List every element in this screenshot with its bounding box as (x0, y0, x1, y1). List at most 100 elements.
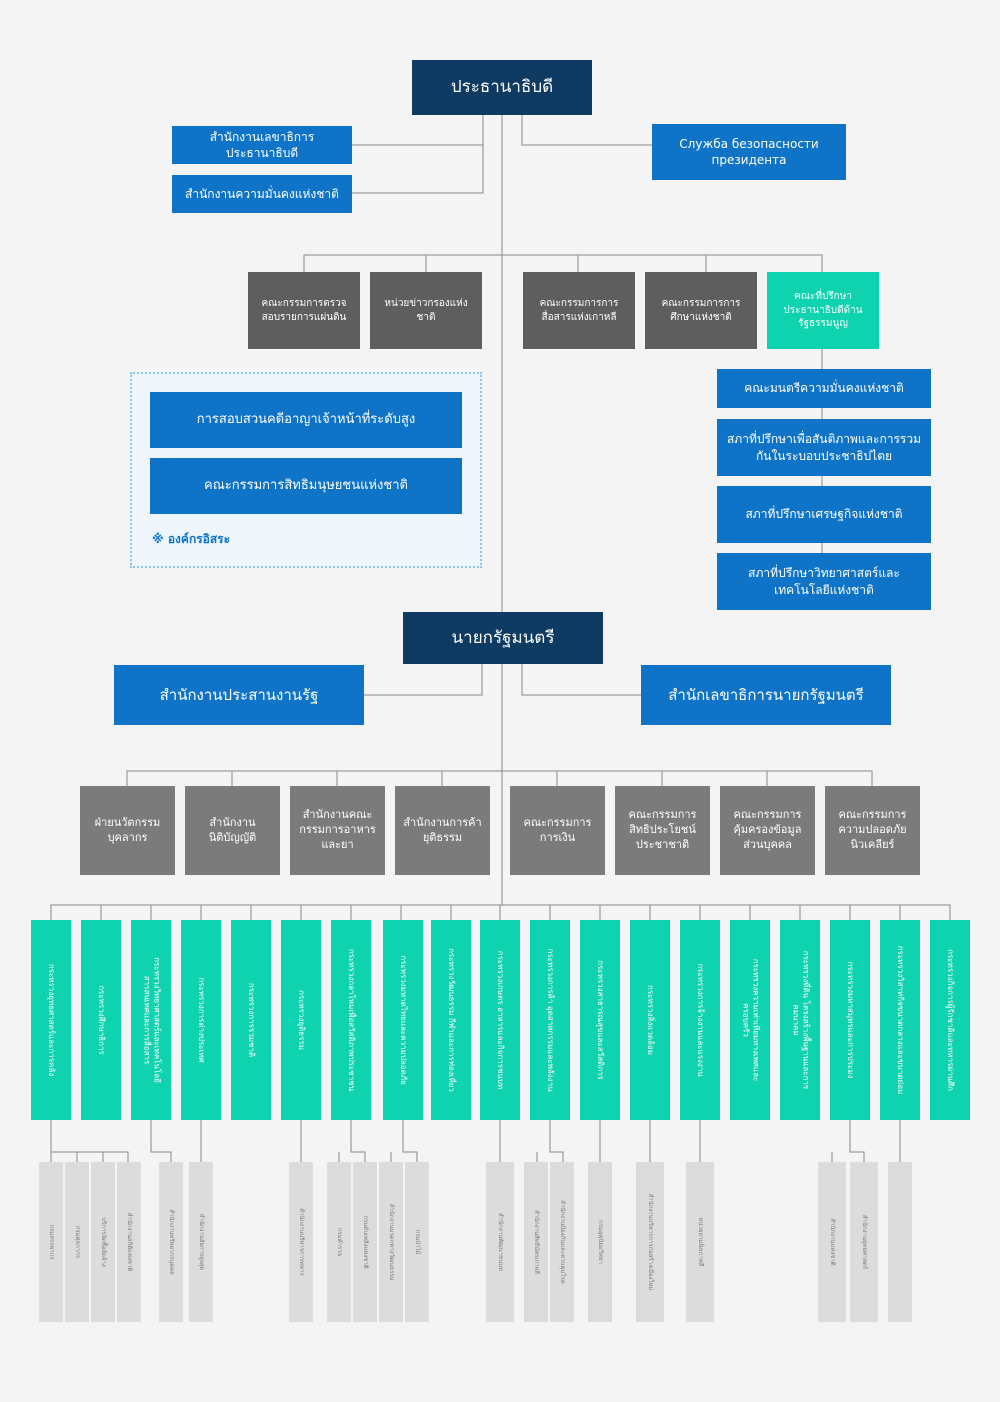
ministry-box[interactable]: กระทรวงวัฒนธรรม กีฬาและการท่องเที่ยว (431, 920, 471, 1120)
financial-services-commission-box[interactable]: คณะกรรมการการเงิน (510, 786, 605, 875)
national-security-council-box[interactable]: คณะมนตรีความมั่นคงแห่งชาติ (717, 369, 931, 408)
ministry-label: กระทรวงกลาโหมเพื่อสวัสดิภาพประชาชน (347, 948, 357, 1092)
ministry-box[interactable]: กระทรวงเกษตร อาหารและกิจการชนบท (480, 920, 520, 1120)
science-advisory-council-box[interactable]: สภาที่ปรึกษาวิทยาศาสตร์และเทคโนโลยีแห่งช… (717, 553, 931, 610)
sub-agency-label: สำนักงานมรดกทางวัฒนธรรม (387, 1203, 395, 1281)
ministry-label: กระทรวงสิ่งแวดล้อม (646, 984, 656, 1056)
ministry-label: กระทรวงมหาสมุทรและการประมง (846, 961, 856, 1079)
ministry-box[interactable]: กระทรวงการรวมชาติ (231, 920, 271, 1120)
ministry-box[interactable]: กระทรวงยุทธศาสตร์และการคลัง (31, 920, 71, 1120)
ministry-label: กระทรวงการต่างประเทศ (197, 977, 207, 1063)
president-box[interactable]: ประธานาธิบดี (412, 60, 592, 115)
sub-agency-label: สำนักงานสถิติแห่งชาติ (125, 1212, 133, 1272)
sub-agency-box[interactable]: สำนักงานป้องกันและควบคุมโรค (550, 1162, 574, 1322)
ministry-label: กระทรวงกิจการผู้รักชาติและทหารผ่านศึก (946, 949, 956, 1091)
sub-agency-label: สำนักงานแห่งชาติ (828, 1218, 836, 1266)
education-commission-box[interactable]: คณะกรรมการการศึกษาแห่งชาติ (645, 272, 757, 349)
sub-agency-label: กรมดับเพลิงแห่งชาติ (361, 1215, 369, 1269)
ministry-label: กระทรวงศึกษาธิการ (97, 985, 107, 1055)
economic-advisory-council-box[interactable]: สภาที่ปรึกษาเศรษฐกิจแห่งชาติ (717, 486, 931, 543)
sub-agency-box[interactable]: สำนักงานมรดกทางวัฒนธรรม (379, 1162, 403, 1322)
legislation-office-box[interactable]: สำนักงานนิติบัญญัติ (185, 786, 280, 875)
prime-minister-box[interactable]: นายกรัฐมนตรี (403, 612, 603, 664)
constitution-advisory-box[interactable]: คณะที่ปรึกษาประธานาธิบดีด้านรัฐธรรมนูญ (767, 272, 879, 349)
presidential-security-service-box[interactable]: Служба безопасности президента (652, 124, 846, 180)
peaceful-unification-council-box[interactable]: สภาที่ปรึกษาเพื่อสันติภาพและการรวมกันในร… (717, 419, 931, 476)
sub-agency-label: กรมตำรวจ (335, 1227, 343, 1257)
ministry-box[interactable]: กระทรวงสาธารณสุขและสวัสดิการ (580, 920, 620, 1120)
ministry-box[interactable]: กระทรวงการจ้างงานและแรงงาน (680, 920, 720, 1120)
food-drug-safety-box[interactable]: สำนักงานคณะกรรมการอาหารและยา (290, 786, 385, 875)
board-of-audit-box[interactable]: คณะกรรมการตรวจสอบรายการแผ่นดิน (248, 272, 360, 349)
prime-minister-secretariat-box[interactable]: สำนักเลขาธิการนายกรัฐมนตรี (641, 665, 891, 725)
sub-agency-box[interactable]: สำนักงานบริหารการก่อสร้างเมืองใหม่ (636, 1162, 664, 1322)
ministry-label: กระทรวงวิทยาศาสตร์และเทคโนโลยีสารสนเทศแล… (142, 957, 162, 1083)
national-intelligence-box[interactable]: หน่วยข่าวกรองแห่งชาติ (370, 272, 482, 349)
government-policy-coordination-box[interactable]: สำนักงานประสานงานรัฐ (114, 665, 364, 725)
sub-agency-box[interactable]: สำนักงานสถิติแห่งชาติ (117, 1162, 141, 1322)
ministry-box[interactable]: กระทรวงยุติธรรม (281, 920, 321, 1120)
sub-agency-label: สำนักงานยุทธศาสตร์ (860, 1214, 868, 1270)
sub-agency-label: สำนักงานบริหารการทหาร (297, 1208, 305, 1276)
human-rights-commission-box[interactable]: คณะกรรมการสิทธิมนุษยชนแห่งชาติ (150, 458, 462, 514)
ministry-box[interactable]: กระทรวงการค้า อุตสาหกรรมและพลังงาน (530, 920, 570, 1120)
ministry-label: กระทรวงวิสาหกิจขนาดกลางและขนาดย่อม (896, 945, 906, 1095)
presidential-secretariat-box[interactable]: สำนักงานเลขาธิการประธานาธิบดี (172, 126, 352, 164)
sub-agency-box[interactable]: กรมอุตุนิยมวิทยา (588, 1162, 612, 1322)
sub-agency-label: สำนักงานทรัพยากรบุคคล (167, 1209, 175, 1275)
high-official-investigation-box[interactable]: การสอบสวนคดีอาญาเจ้าหน้าที่ระดับสูง (150, 392, 462, 448)
sub-agency-box[interactable]: สำนักงานบริหารการทหาร (289, 1162, 313, 1322)
sub-agency-box[interactable]: สำนักงานสิทธิบัตรเกาหลี (524, 1162, 548, 1322)
sub-agency-box[interactable]: หน่วยยามฝั่งเกาหลี (686, 1162, 714, 1322)
sub-agency-label: สำนักงานป้องกันและควบคุมโรค (558, 1200, 566, 1284)
sub-agency-box[interactable]: กรมป่าไม้ (405, 1162, 429, 1322)
nuclear-safety-commission-box[interactable]: คณะกรรมการความปลอดภัยนิวเคลียร์ (825, 786, 920, 875)
sub-agency-box[interactable]: บริการจัดซื้อจัดจ้าง (91, 1162, 115, 1322)
sub-agency-box[interactable]: กรมศุลกากร (65, 1162, 89, 1322)
sub-agency-label: กรมศุลกากร (73, 1225, 81, 1259)
sub-agency-box[interactable]: กรมสรรพากร (39, 1162, 63, 1322)
national-security-office-box[interactable]: สำนักงานความมั่นคงแห่งชาติ (172, 175, 352, 213)
sub-agency-box[interactable]: สำนักงานแห่งชาติ (818, 1162, 846, 1322)
sub-agency-label: สำนักงานอัยการสูงสุด (197, 1213, 205, 1271)
sub-agency-label: กรมสรรพากร (47, 1224, 55, 1260)
privacy-protection-commission-box[interactable]: คณะกรรมการคุ้มครองข้อมูลส่วนบุคคล (720, 786, 815, 875)
sub-agency-box[interactable] (888, 1162, 912, 1322)
ministry-label: กระทรวงยุติธรรม (297, 989, 307, 1051)
ministry-box[interactable]: กระทรวงการต่างประเทศ (181, 920, 221, 1120)
civil-rights-commission-box[interactable]: คณะกรรมการสิทธิประโยชน์ประชาชาติ (615, 786, 710, 875)
ministry-label: กระทรวงสาธารณสุขและสวัสดิการ (596, 960, 606, 1080)
ministry-box[interactable]: กระทรวงศึกษาธิการ (81, 920, 121, 1120)
sub-agency-box[interactable]: สำนักงานยุทธศาสตร์ (850, 1162, 878, 1322)
sub-agency-box[interactable]: สำนักงานพัฒนาชนบท (486, 1162, 514, 1322)
ministry-box[interactable]: กระทรวงกิจการผู้รักชาติและทหารผ่านศึก (930, 920, 970, 1120)
sub-agency-label: บริการจัดซื้อจัดจ้าง (99, 1217, 107, 1267)
ministry-label: กระทรวงที่ดิน โครงสร้างพื้นฐานและการคมนา… (791, 950, 811, 1090)
ministry-box[interactable]: กระทรวงสิ่งแวดล้อม (630, 920, 670, 1120)
ministry-box[interactable]: กระทรวงมหาสมุทรและการประมง (830, 920, 870, 1120)
ministry-label: กระทรวงการค้า อุตสาหกรรมและพลังงาน (546, 948, 556, 1092)
sub-agency-label: สำนักงานบริหารการก่อสร้างเมืองใหม่ (646, 1193, 654, 1291)
sub-agency-label: กรมอุตุนิยมวิทยา (596, 1219, 604, 1265)
ministry-box[interactable]: กระทรวงวิทยาศาสตร์และเทคโนโลยีสารสนเทศแล… (131, 920, 171, 1120)
personnel-management-box[interactable]: ฝ่ายนวัตกรรมบุคลากร (80, 786, 175, 875)
sub-agency-box[interactable]: กรมดับเพลิงแห่งชาติ (353, 1162, 377, 1322)
ministry-label: กระทรวงการรวมชาติ (247, 982, 257, 1058)
sub-agency-label: สำนักงานพัฒนาชนบท (496, 1213, 504, 1271)
fair-trade-commission-box[interactable]: สำนักงานการค้ายุติธรรม (395, 786, 490, 875)
ministry-box[interactable]: กระทรวงความเท่าเทียมทางเพศและครอบครัว (730, 920, 770, 1120)
sub-agency-box[interactable]: สำนักงานอัยการสูงสุด (189, 1162, 213, 1322)
ministry-box[interactable]: กระทรวงที่ดิน โครงสร้างพื้นฐานและการคมนา… (780, 920, 820, 1120)
ministry-label: กระทรวงมหาดไทยและความปลอดภัย (399, 955, 409, 1085)
ministry-box[interactable]: กระทรวงมหาดไทยและความปลอดภัย (383, 920, 423, 1120)
sub-agency-label: หน่วยยามฝั่งเกาหลี (696, 1217, 704, 1267)
ministry-label: กระทรวงความเท่าเทียมทางเพศและครอบครัว (741, 958, 761, 1082)
sub-agency-box[interactable]: สำนักงานทรัพยากรบุคคล (159, 1162, 183, 1322)
ministry-box[interactable]: กระทรวงวิสาหกิจขนาดกลางและขนาดย่อม (880, 920, 920, 1120)
sub-agency-label: กรมป่าไม้ (413, 1229, 421, 1255)
ministry-box[interactable]: กระทรวงกลาโหมเพื่อสวัสดิภาพประชาชน (331, 920, 371, 1120)
ministry-label: กระทรวงเกษตร อาหารและกิจการชนบท (496, 950, 506, 1090)
sub-agency-box[interactable]: กรมตำรวจ (327, 1162, 351, 1322)
communications-commission-box[interactable]: คณะกรรมการการสื่อสารแห่งเกาหลี (523, 272, 635, 349)
